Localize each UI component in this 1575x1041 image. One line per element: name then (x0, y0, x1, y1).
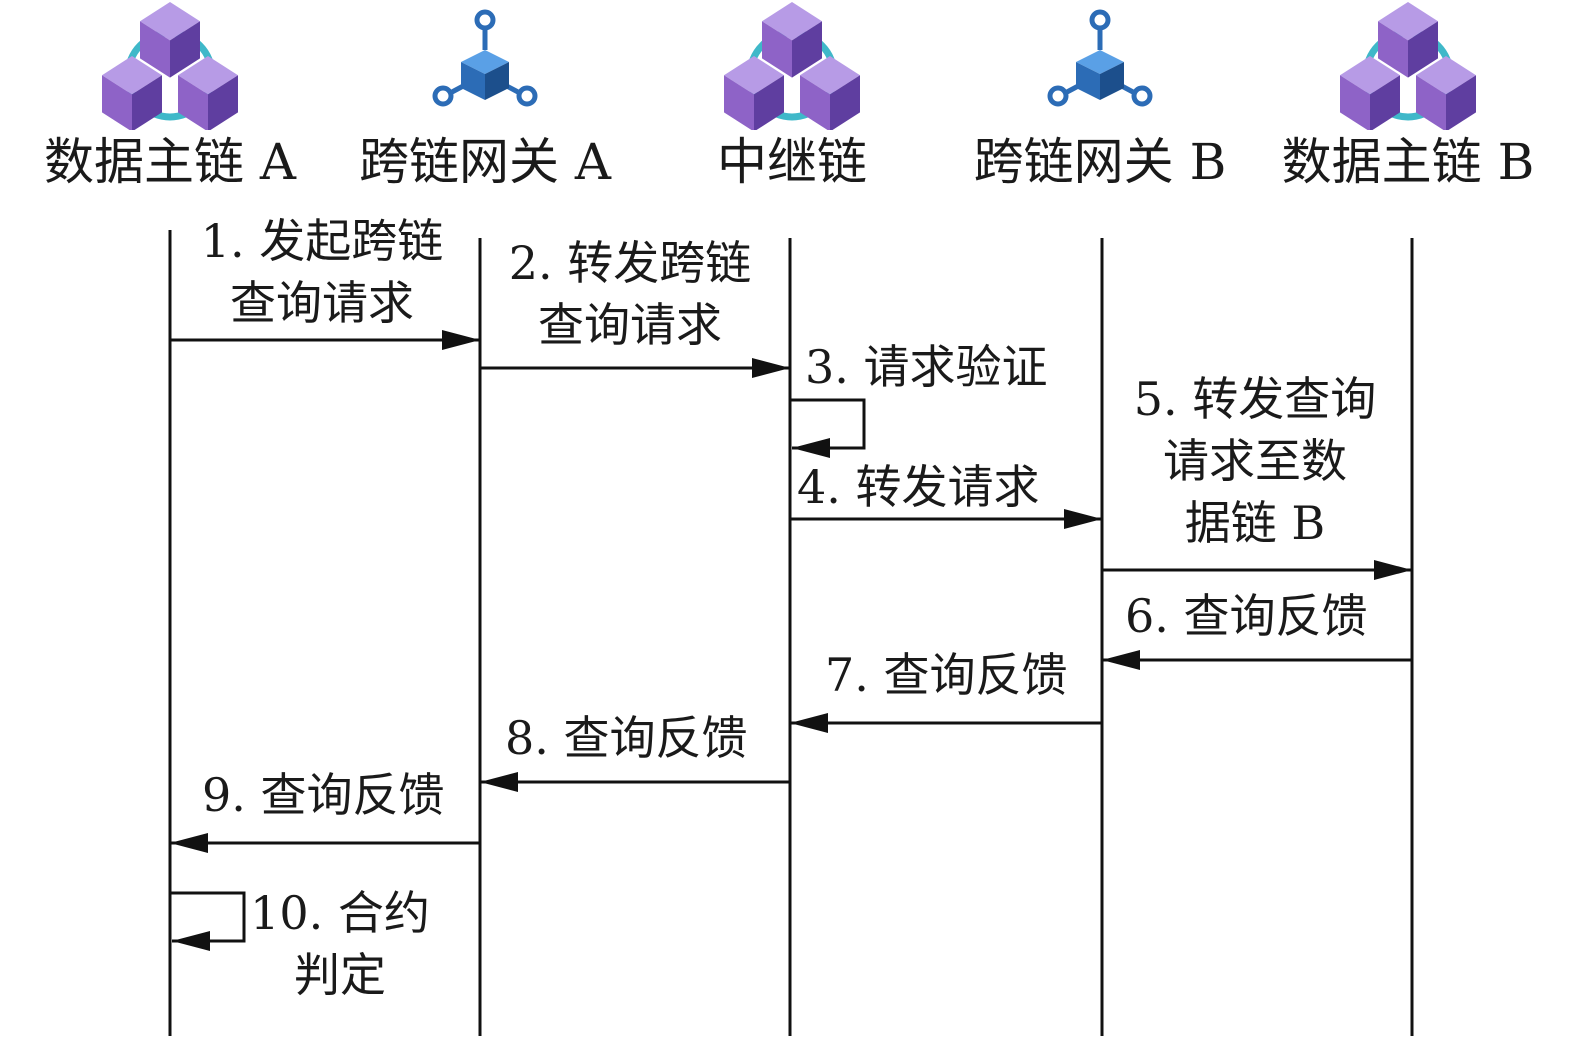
step-5-label: 5. 转发查询 请求至数 据链 B (1133, 372, 1377, 550)
blockchain-cubes-icon (722, 0, 862, 134)
step-6-label: 6. 查询反馈 (1125, 589, 1368, 643)
step-1-label: 1. 发起跨链 查询请求 (200, 214, 444, 330)
step-8-label: 8. 查询反馈 (505, 711, 748, 765)
participant-data-chain-b: 数据主链 B (1258, 0, 1558, 200)
participant-gateway-a: 跨链网关 A (335, 0, 635, 200)
step-7-label: 7. 查询反馈 (825, 648, 1068, 702)
participant-label: 中继链 (717, 133, 867, 191)
step-3-label: 3. 请求验证 (805, 340, 1048, 394)
step-2-label: 2. 转发跨链 查询请求 (508, 236, 752, 352)
gateway-node-icon (425, 0, 545, 124)
step-4-label: 4. 转发请求 (797, 460, 1040, 514)
step-10-self-arrow (170, 891, 246, 951)
participant-label: 跨链网关 B (973, 133, 1227, 191)
participant-data-chain-a: 数据主链 A (20, 0, 320, 200)
step-3-self-arrow (790, 398, 866, 458)
participant-relay-chain: 中继链 (642, 0, 942, 200)
step-9-label: 9. 查询反馈 (202, 768, 445, 822)
participant-label: 数据主链 B (1281, 133, 1535, 191)
step-10-label: 10. 合约 判定 (250, 886, 430, 1002)
participant-gateway-b: 跨链网关 B (950, 0, 1250, 200)
blockchain-cubes-icon (1338, 0, 1478, 134)
participant-label: 数据主链 A (43, 133, 296, 191)
gateway-node-icon (1040, 0, 1160, 124)
participant-label: 跨链网关 A (358, 133, 611, 191)
blockchain-cubes-icon (100, 0, 240, 134)
